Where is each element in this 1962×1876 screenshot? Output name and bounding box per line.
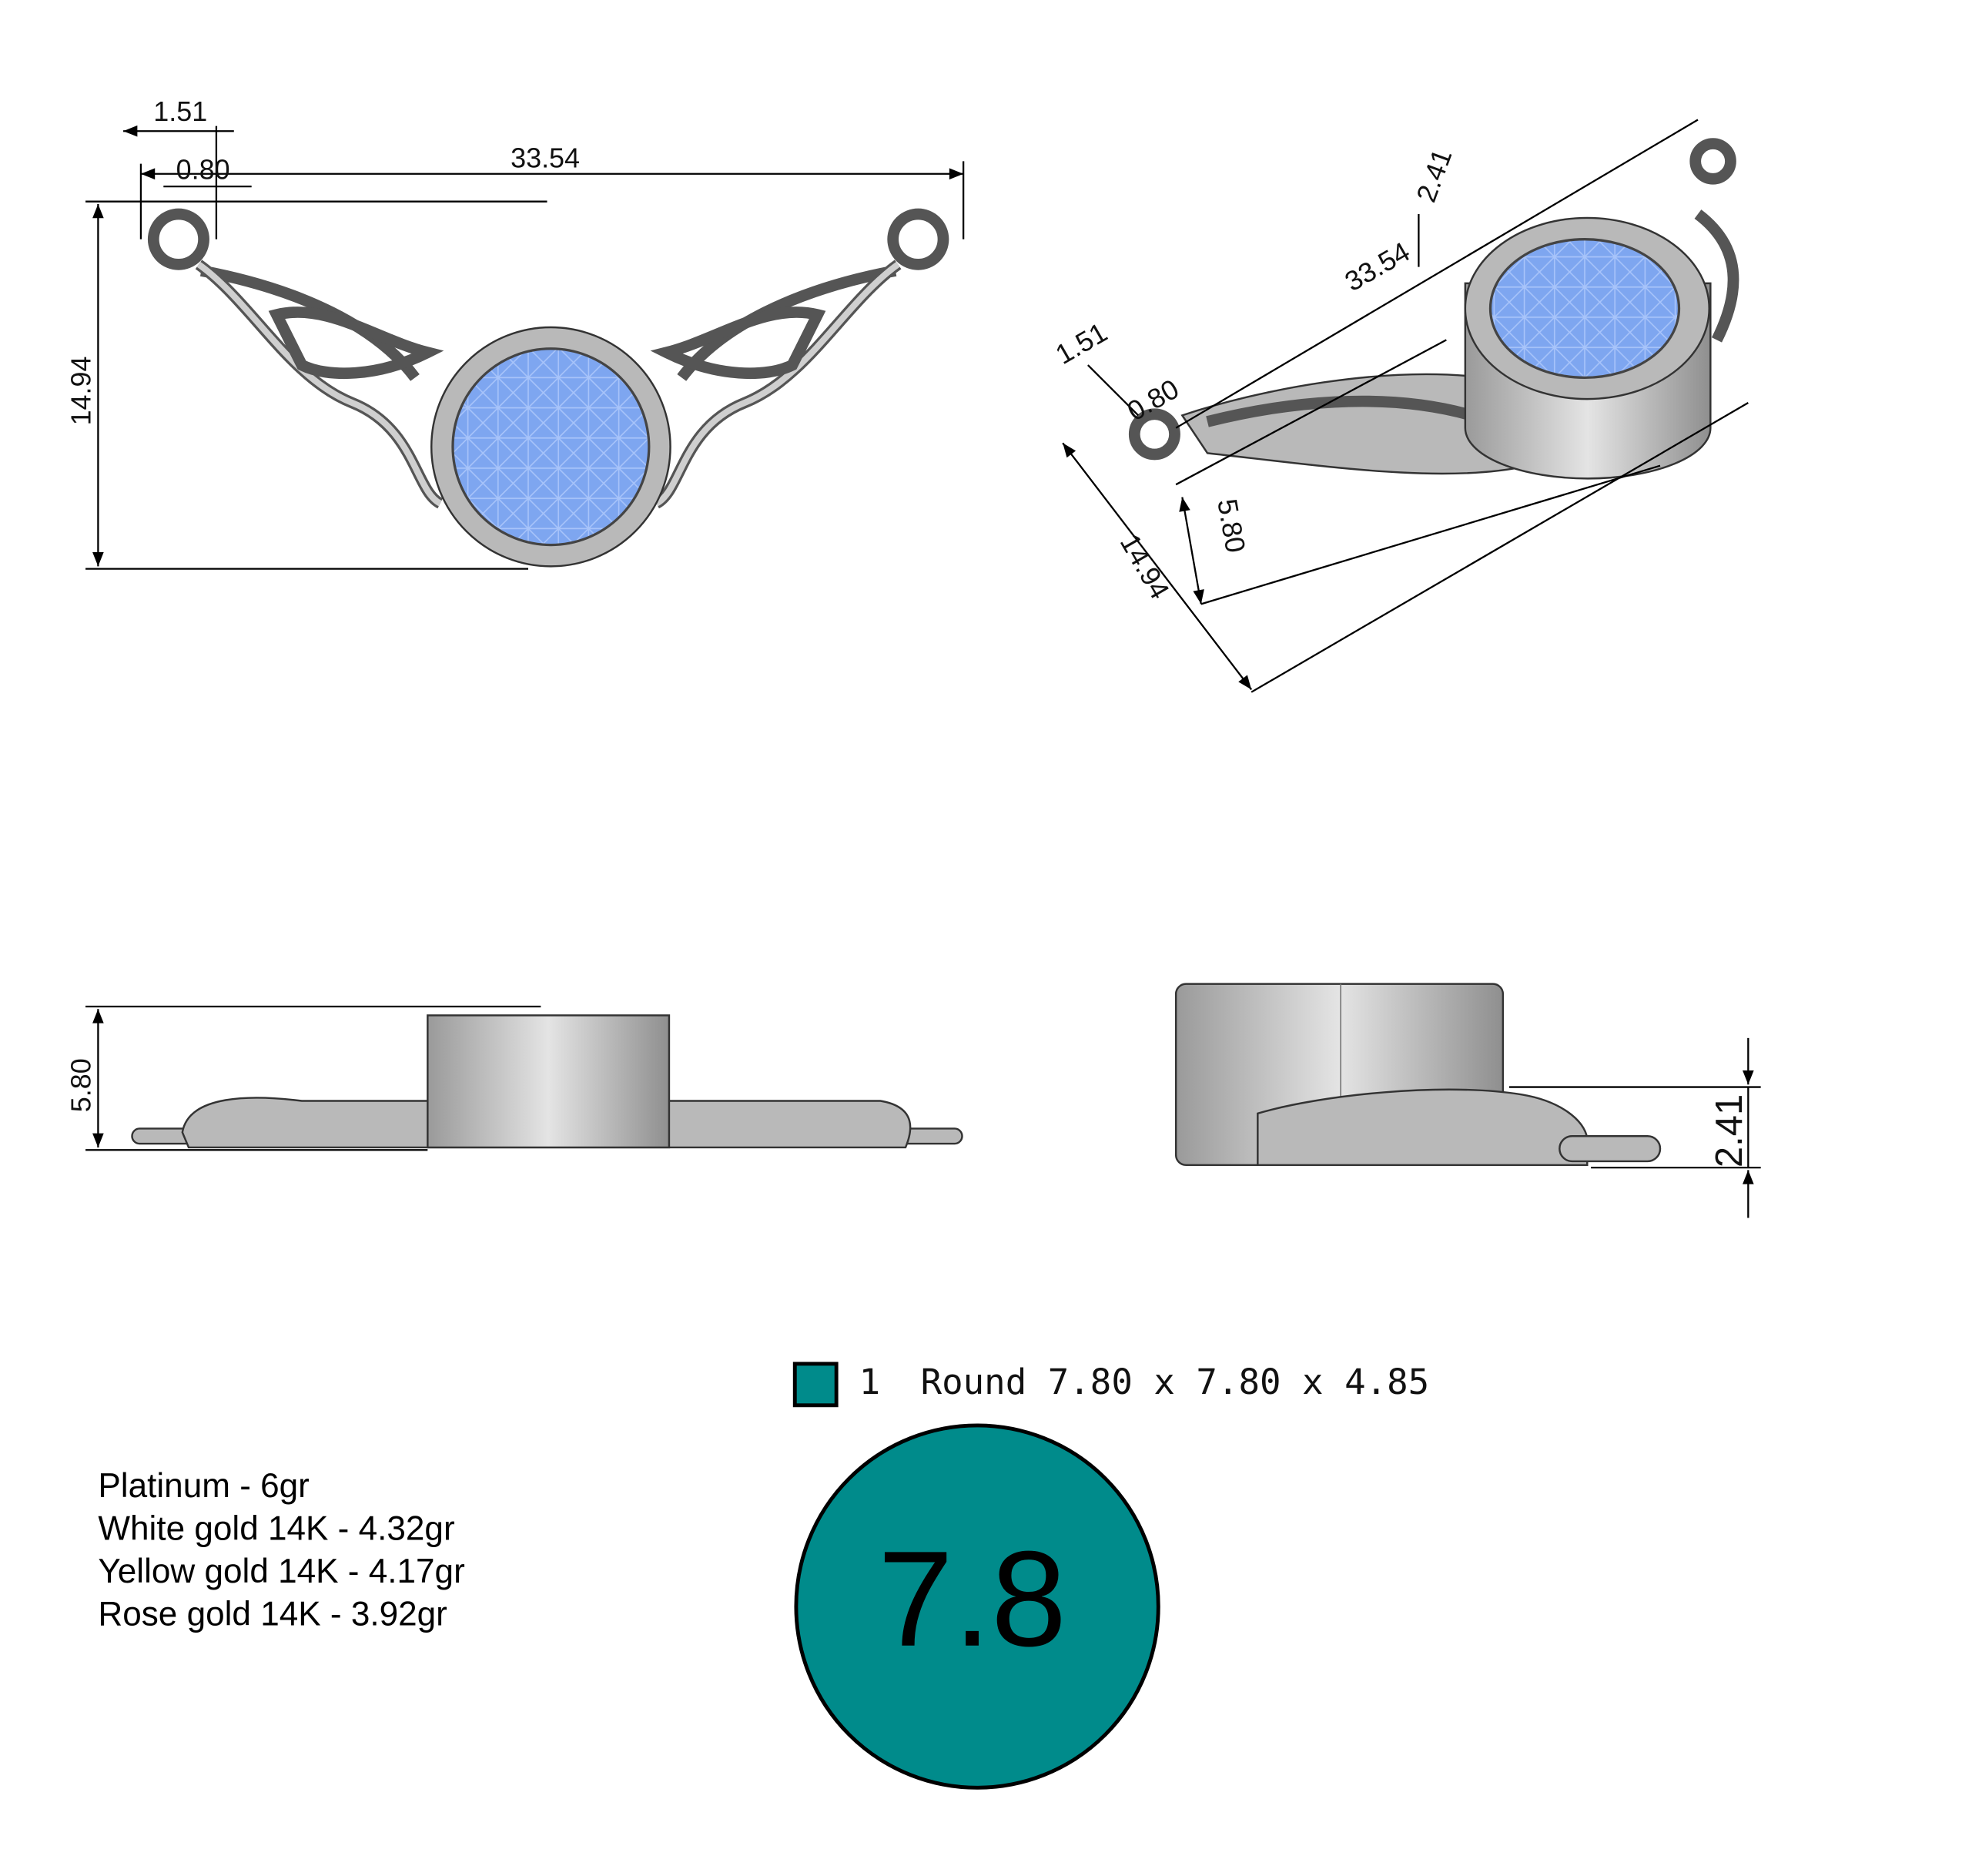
side-view: 5.80 — [65, 1005, 963, 1151]
dimension-lines — [85, 125, 965, 570]
weight-rose-gold: Rose gold 14K - 3.92gr — [98, 1596, 447, 1633]
iso-dim-height: 14.94 — [1114, 528, 1176, 604]
front-view: 1.51 0.80 33.54 14.94 — [65, 95, 965, 570]
end-dim-side-height: 2.41 — [1709, 1094, 1750, 1167]
iso-dim-loop-outer: 1.51 — [1050, 316, 1113, 370]
dim-loop-outer: 1.51 — [153, 95, 207, 127]
stone-color-swatch — [792, 1362, 839, 1408]
stone-description: Round 7.80 x 7.80 x 4.85 — [921, 1362, 1430, 1402]
weight-platinum: Platinum - 6gr — [98, 1467, 309, 1505]
dim-height: 14.94 — [65, 357, 97, 426]
dim-width: 33.54 — [511, 142, 580, 174]
end-view: 2.41 — [1174, 983, 1761, 1218]
iso-dim-top-height: 5.80 — [1211, 497, 1252, 555]
iso-dimension-lines — [1062, 119, 1749, 693]
iso-view: 1.51 0.80 33.54 2.41 14.94 5.80 — [1050, 119, 1749, 693]
weight-white-gold: White gold 14K - 4.32gr — [98, 1510, 454, 1548]
metal-weights: Platinum - 6gr White gold 14K - 4.32gr Y… — [98, 1467, 464, 1633]
iso-dim-side-height: 2.41 — [1410, 145, 1458, 206]
weight-yellow-gold: Yellow gold 14K - 4.17gr — [98, 1553, 464, 1590]
pendant-iso — [1128, 138, 1739, 480]
stone-size-label: 7.8 — [878, 1523, 1066, 1675]
stone-legend: 1 Round 7.80 x 7.80 x 4.85 7.8 — [792, 1362, 1430, 1790]
dim-loop-wire: 0.80 — [176, 153, 230, 185]
iso-dim-width: 33.54 — [1339, 236, 1415, 297]
side-dim-height: 5.80 — [65, 1058, 97, 1112]
stone-size-circle — [794, 1423, 1160, 1790]
stone-count: 1 — [859, 1362, 881, 1402]
pendant-front — [147, 208, 949, 568]
